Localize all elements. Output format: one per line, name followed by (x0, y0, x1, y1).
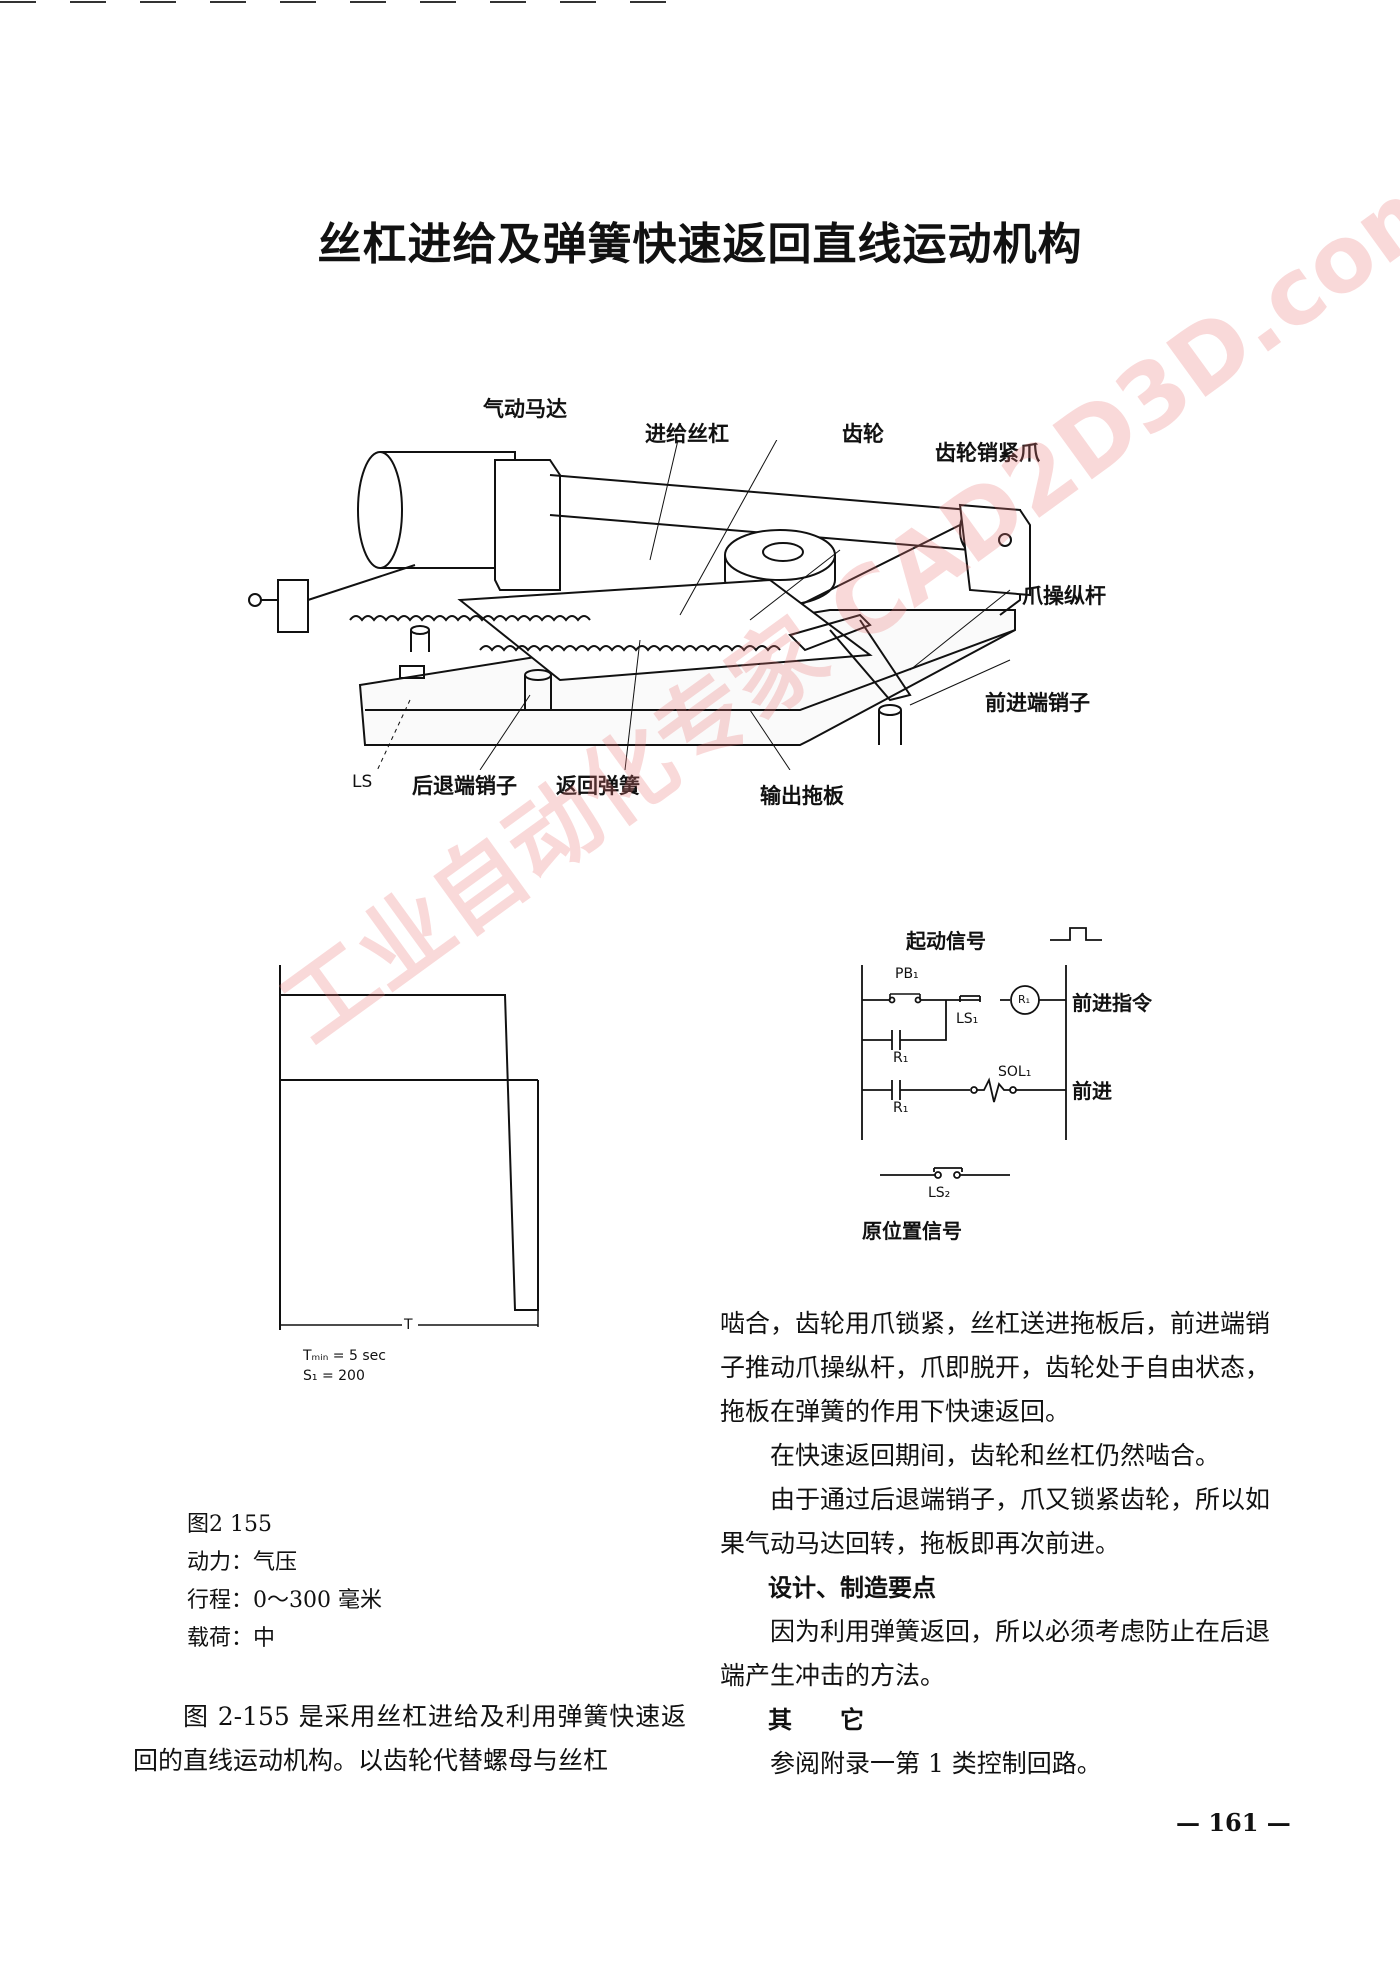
label-air-motor: 气动马达 (483, 397, 567, 421)
caption-stroke: 行程：0～300 毫米 (187, 1588, 382, 1613)
body-right-p3: 由于通过后退端销子，爪又锁紧齿轮，所以如果气动马达回转，拖板即再次前进。 (720, 1485, 1271, 1558)
caption-figure-number: 图2 155 (187, 1512, 272, 1537)
page-title: 丝杠进给及弹簧快速返回直线运动机构 (317, 219, 1083, 270)
body-right-p5: 参阅附录一第 1 类控制回路。 (770, 1749, 1102, 1778)
label-ls2: LS₂ (928, 1185, 951, 1201)
label-home-signal: 原位置信号 (862, 1219, 962, 1243)
label-output-plate: 输出拖板 (760, 784, 844, 808)
caption-power: 动力：气压 (187, 1550, 298, 1575)
ladder-circuit (861, 927, 1102, 1179)
section-heading-design: 设计、制造要点 (768, 1574, 936, 1602)
label-forward: 前进 (1072, 1079, 1112, 1103)
label-sol1: SOL₁ (998, 1064, 1032, 1080)
section-heading-other: 其 它 (768, 1706, 864, 1734)
timing-s1: S₁ = 200 (303, 1368, 365, 1384)
body-right-column: 啮合，齿轮用爪锁紧，丝杠送进拖板后，前进端销子推动爪操纵杆，爪即脱开，齿轮处于自… (720, 1302, 1270, 1786)
figure-caption: 图2 155 动力：气压 行程：0～300 毫米 载荷：中 (187, 1506, 382, 1658)
page-number: — 161 — (1176, 1808, 1291, 1837)
body-left-column: 图 2-155 是采用丝杠进给及利用弹簧快速返回的直线运动机构。以齿轮代替螺母与… (133, 1695, 686, 1783)
label-r1-contact-a: R₁ (893, 1050, 909, 1066)
label-forward-command: 前进指令 (1072, 991, 1152, 1015)
label-start-signal: 起动信号 (906, 929, 986, 953)
body-right-p4: 因为利用弹簧返回，所以必须考虑防止在后退端产生冲击的方法。 (720, 1617, 1271, 1690)
label-return-spring: 返回弹簧 (556, 774, 640, 798)
label-gear-lock-claw: 齿轮销紧爪 (935, 441, 1040, 465)
timing-t-label: T (404, 1317, 413, 1333)
label-r1-contact-b: R₁ (893, 1100, 909, 1116)
label-ls1: LS₁ (956, 1011, 979, 1027)
body-right-p1: 啮合，齿轮用爪锁紧，丝杠送进拖板后，前进端销子推动爪操纵杆，爪即脱开，齿轮处于自… (720, 1309, 1271, 1426)
label-rear-pin: 后退端销子 (412, 774, 517, 798)
label-ls: LS (352, 772, 373, 792)
label-gear: 齿轮 (842, 422, 884, 446)
mechanism-drawing (248, 440, 1031, 770)
top-dashed-line (0, 1, 680, 3)
label-pb1: PB₁ (895, 966, 919, 982)
label-feed-screw: 进给丝杠 (645, 422, 729, 446)
caption-load: 载荷：中 (187, 1626, 276, 1651)
label-front-pin: 前进端销子 (985, 691, 1090, 715)
timing-tmin: Tₘᵢₙ = 5 sec (303, 1348, 386, 1364)
timing-chart (279, 965, 539, 1330)
label-claw-lever: 爪操纵杆 (1022, 584, 1106, 608)
label-r1-coil: R₁ (1018, 993, 1031, 1006)
body-right-p2: 在快速返回期间，齿轮和丝杠仍然啮合。 (770, 1441, 1221, 1470)
body-left-paragraph: 图 2-155 是采用丝杠进给及利用弹簧快速返回的直线运动机构。以齿轮代替螺母与… (133, 1702, 686, 1775)
